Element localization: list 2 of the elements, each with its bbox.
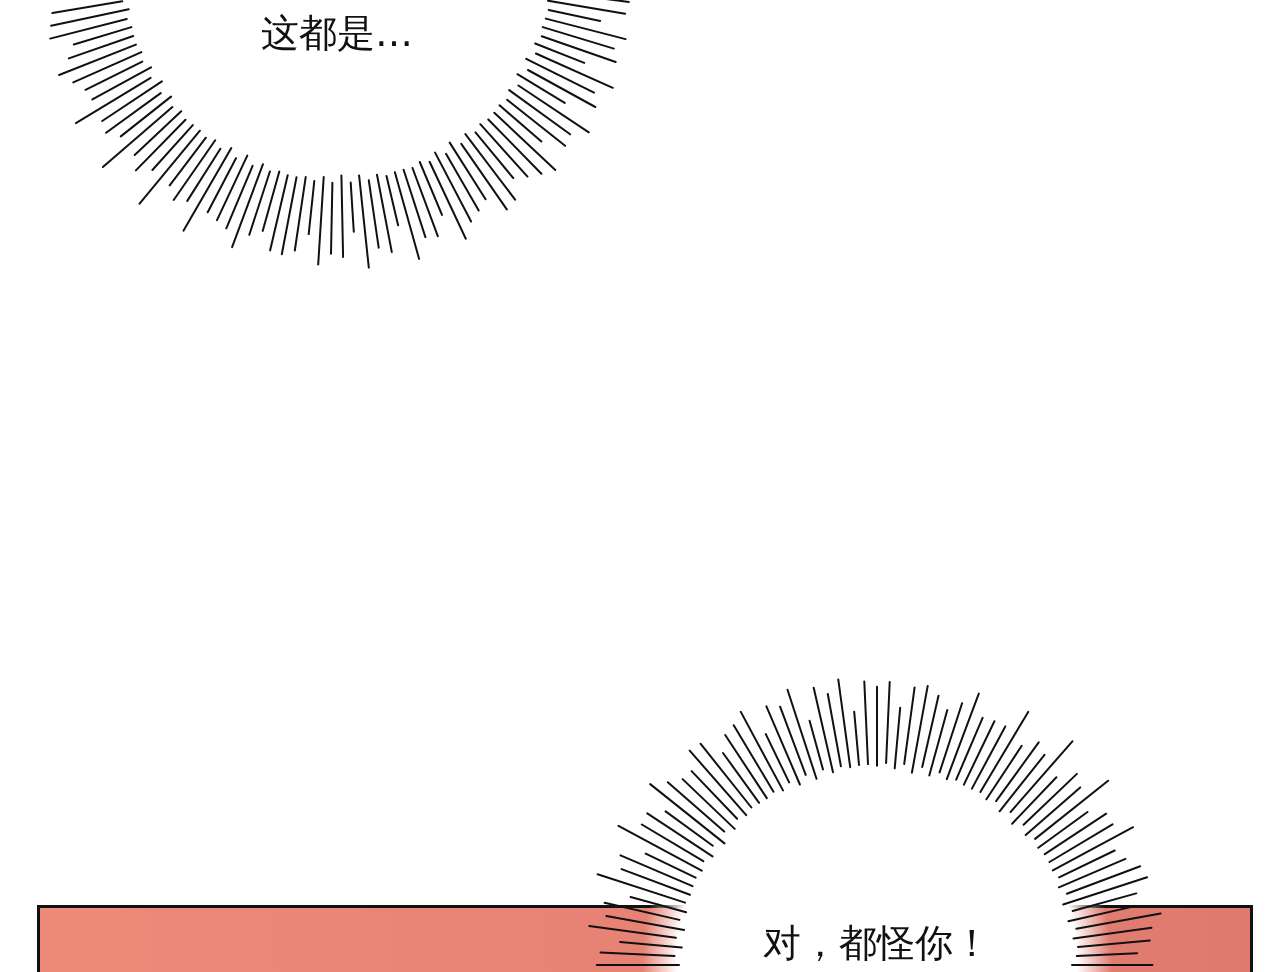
dialogue-text: 对，都怪你！ xyxy=(762,920,992,967)
dialogue-text: 这都是… xyxy=(260,10,414,57)
